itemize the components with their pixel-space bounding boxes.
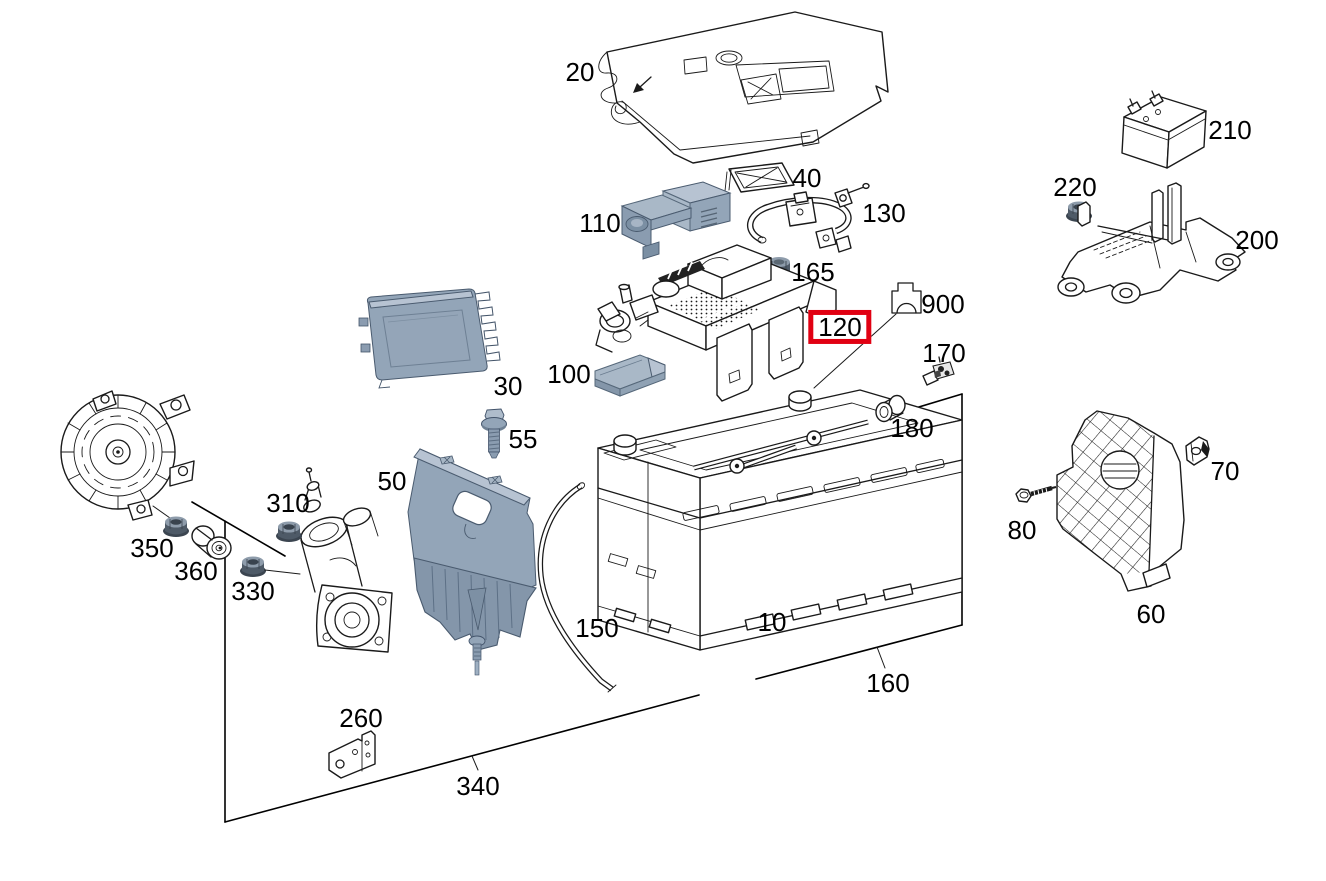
callout-130[interactable]: 130 <box>862 198 906 228</box>
part-900-vent-symbol <box>813 282 922 389</box>
part-260-bracket <box>328 730 376 779</box>
callout-310[interactable]: 310 <box>266 488 310 518</box>
callout-160[interactable]: 160 <box>866 668 910 698</box>
callout-100[interactable]: 100 <box>547 359 591 389</box>
callout-60[interactable]: 60 <box>1136 599 1166 629</box>
callout-220[interactable]: 220 <box>1053 172 1097 202</box>
callout-210[interactable]: 210 <box>1208 115 1252 145</box>
arrow-icon <box>633 76 652 93</box>
callout-165[interactable]: 165 <box>791 257 835 287</box>
part-170-battery-sensor <box>922 356 955 386</box>
callout-120-selected[interactable]: 120 <box>808 309 872 345</box>
part-80-screw <box>1015 485 1057 503</box>
part-55-bolt <box>481 408 507 459</box>
callout-10[interactable]: 10 <box>757 607 787 637</box>
part-110-fuse-box-cover <box>620 181 732 260</box>
callout-20[interactable]: 20 <box>565 57 595 87</box>
callout-900[interactable]: 900 <box>921 289 965 319</box>
callout-350[interactable]: 350 <box>130 533 174 563</box>
callout-180[interactable]: 180 <box>890 413 934 443</box>
callout-50[interactable]: 50 <box>377 466 407 496</box>
callout-150[interactable]: 150 <box>575 613 619 643</box>
callout-330[interactable]: 330 <box>231 576 275 606</box>
part-360-spacer <box>191 525 232 560</box>
part-130-cable-harness <box>747 182 870 253</box>
callout-200[interactable]: 200 <box>1235 225 1279 255</box>
part-50-bracket <box>407 448 537 676</box>
callout-170[interactable]: 170 <box>922 338 966 368</box>
callout-70[interactable]: 70 <box>1210 456 1240 486</box>
callout-340[interactable]: 340 <box>456 771 500 801</box>
callout-55[interactable]: 55 <box>508 424 538 454</box>
part-20-battery-cover <box>598 11 889 164</box>
part-200-battery-tray <box>1057 182 1246 304</box>
part-210-aux-battery <box>1121 90 1207 169</box>
part-40-cover-plate <box>724 162 795 193</box>
alternator-drawing <box>60 390 195 521</box>
callout-40[interactable]: 40 <box>792 163 822 193</box>
callout-110[interactable]: 110 <box>579 208 621 238</box>
callout-80[interactable]: 80 <box>1007 515 1037 545</box>
part-30-control-module <box>358 288 501 389</box>
callout-30[interactable]: 30 <box>493 371 523 401</box>
part-180-plug-sleeve <box>875 394 906 423</box>
part-310-nut <box>275 521 303 543</box>
part-60-grid-panel <box>1056 410 1185 592</box>
part-100-terminal-cover <box>594 354 666 397</box>
part-150-vent-hose <box>537 482 617 693</box>
part-10-battery <box>597 389 963 651</box>
part-70-clip <box>1185 436 1210 466</box>
starter-motor-drawing <box>300 467 393 653</box>
callout-360[interactable]: 360 <box>174 556 218 586</box>
part-330-nut <box>239 556 301 578</box>
callout-260[interactable]: 260 <box>339 703 383 733</box>
